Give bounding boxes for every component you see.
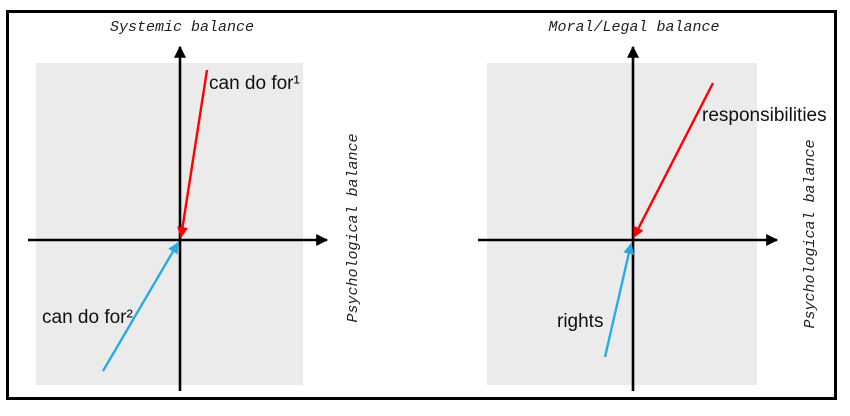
right-red-arrow [632, 82, 715, 238]
right-blue-arrow-label: rights [557, 311, 604, 332]
left-red-arrow [177, 69, 209, 239]
left-side-axis-label: Psychological balance [345, 133, 362, 323]
left-quadrant-background [36, 63, 303, 385]
right-top-axis-label: Moral/Legal balance [548, 19, 720, 36]
left-blue-arrow-label: can do for² [42, 307, 133, 328]
left-blue-arrow [101, 242, 180, 372]
right-side-axis-label: Psychological balance [802, 139, 819, 329]
left-red-arrow-label: can do for¹ [209, 73, 300, 94]
left-top-axis-label: Systemic balance [109, 19, 255, 36]
figure-border [6, 10, 837, 400]
right-red-arrow-label: responsibilities [702, 105, 827, 126]
right-blue-arrow [603, 242, 635, 358]
right-quadrant-background [487, 63, 757, 385]
